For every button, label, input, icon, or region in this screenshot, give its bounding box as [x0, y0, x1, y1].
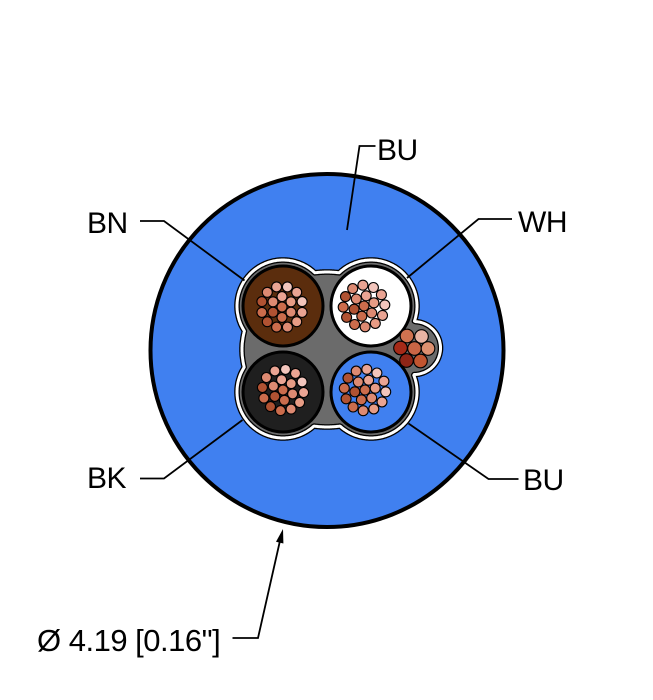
leader-blue-bu: [407, 422, 519, 480]
copper-strand: [348, 303, 360, 315]
copper-strand: [271, 281, 283, 293]
dimension-arrowhead: [276, 529, 284, 544]
copper-strand: [261, 316, 273, 328]
copper-strand: [291, 286, 303, 298]
copper-strand: [256, 381, 268, 394]
drain-wire-strands: [393, 328, 436, 369]
copper-strand: [375, 289, 387, 301]
copper-strand: [378, 375, 390, 387]
copper-strand: [264, 401, 277, 413]
copper-strand: [363, 374, 375, 386]
copper-strand: [358, 300, 370, 312]
leader-brown-bn: [140, 220, 246, 282]
copper-strand: [281, 321, 293, 333]
copper-strand: [347, 401, 359, 413]
shield-tape-white-band: [235, 258, 442, 440]
copper-strand: [256, 306, 268, 318]
copper-strand: [285, 306, 297, 318]
copper-strand: [369, 317, 381, 329]
copper-strand: [355, 394, 367, 406]
leader-lines: [140, 145, 519, 639]
leader-white-wh: [406, 218, 512, 279]
copper-strand: [267, 296, 279, 308]
copper-strand: [399, 328, 415, 344]
copper-strand: [269, 365, 281, 377]
copper-strand: [407, 341, 422, 356]
copper-strand: [349, 386, 361, 398]
leader-jacket-bu: [346, 145, 376, 231]
copper-strand: [260, 371, 272, 384]
copper-strand: [281, 281, 293, 293]
label-conductor-bn: BN: [87, 207, 128, 240]
copper-strand: [349, 318, 361, 331]
copper-strand: [337, 301, 349, 313]
copper-strand: [361, 363, 373, 375]
copper-strand: [413, 353, 428, 369]
copper-strand: [342, 372, 354, 384]
copper-strand: [376, 309, 389, 321]
copper-strand: [279, 363, 292, 375]
copper-strand: [285, 296, 297, 308]
copper-strand: [357, 405, 369, 417]
copper-strand: [376, 396, 388, 408]
copper-strand: [341, 311, 353, 323]
copper-strand: [294, 396, 306, 409]
copper-strand: [285, 378, 297, 390]
copper-strand: [369, 382, 381, 394]
copper-strand: [278, 394, 290, 406]
copper-strand: [271, 321, 283, 333]
copper-strand: [379, 299, 391, 311]
copper-strand: [347, 283, 359, 295]
copper-strand: [256, 296, 268, 308]
copper-strand: [340, 393, 352, 405]
label-conductor-wh: WH: [518, 206, 567, 239]
copper-strand: [359, 321, 371, 333]
leader-black-bk: [140, 419, 244, 480]
copper-strand: [366, 392, 378, 404]
copper-strand: [296, 296, 308, 308]
label-jacket-bu: BU: [377, 134, 418, 167]
copper-strand: [276, 291, 288, 303]
copper-strand: [261, 286, 273, 298]
copper-strand: [339, 291, 352, 303]
copper-strand: [356, 310, 368, 322]
copper-strand-bundles: [256, 279, 392, 417]
copper-strand: [352, 376, 364, 388]
label-conductor-bk: BK: [87, 462, 127, 495]
copper-strand: [296, 306, 308, 318]
copper-strand: [380, 386, 392, 398]
copper-strand: [276, 301, 288, 313]
copper-strand: [350, 365, 362, 377]
copper-strand: [276, 311, 288, 323]
copper-strand: [274, 405, 287, 417]
copper-strand: [368, 297, 380, 309]
copper-strand: [393, 340, 408, 356]
copper-strand: [350, 293, 362, 305]
label-conductor-bu: BU: [523, 464, 564, 497]
copper-strand: [267, 380, 279, 392]
copper-strand: [371, 367, 383, 379]
copper-strand: [298, 386, 310, 399]
copper-strand: [367, 281, 379, 294]
copper-strand: [366, 307, 378, 319]
dimension-text: Ø 4.19 [0.16"]: [37, 623, 220, 658]
copper-strand: [357, 279, 369, 291]
copper-strand: [414, 329, 429, 344]
copper-strand: [258, 392, 270, 404]
copper-strand: [291, 316, 303, 328]
copper-strand: [360, 290, 372, 302]
copper-strand: [296, 376, 308, 388]
copper-strand: [399, 353, 414, 368]
copper-strand: [269, 390, 281, 402]
copper-strand: [276, 374, 288, 386]
copper-strand: [267, 306, 279, 318]
dimension-leader: [232, 541, 281, 639]
copper-strand: [338, 382, 350, 394]
copper-strand: [420, 341, 436, 356]
copper-strand: [287, 388, 299, 400]
copper-strand: [285, 403, 297, 415]
copper-strand: [289, 367, 302, 379]
copper-strand: [368, 403, 380, 415]
